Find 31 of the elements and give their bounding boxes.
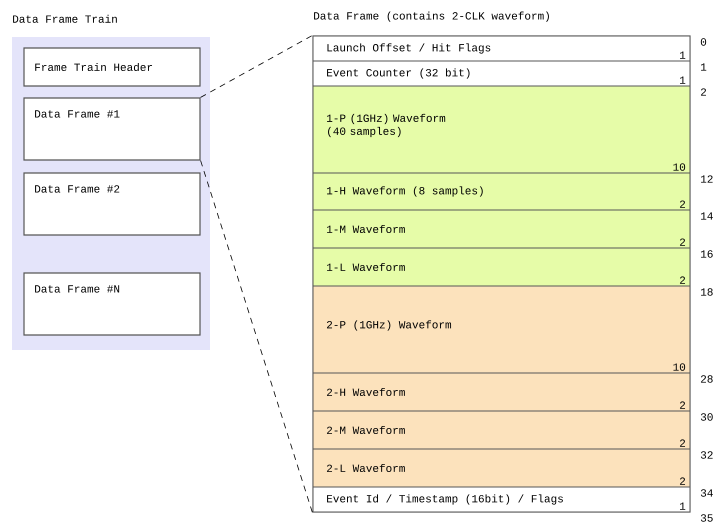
size-number: 1 [680, 52, 686, 59]
size-number: 1 [680, 76, 686, 84]
size-number: 2 [680, 200, 686, 208]
offset-number: 12 [701, 175, 713, 183]
frame-box: Data Frame #1 [23, 97, 201, 161]
dashed-line [200, 160, 313, 513]
layout-heading: Data Frame (contains 2-CLK waveform) [314, 12, 549, 22]
offset-number: 2 [700, 88, 706, 96]
panel-heading: Data Frame Train [13, 14, 117, 23]
dashed-line [200, 35, 313, 98]
size-number: 10 [673, 363, 686, 371]
frame-box: Data Frame #N [23, 272, 201, 336]
frame-box: Frame Train Header [23, 47, 201, 87]
size-number: 10 [673, 163, 686, 171]
offset-number: 0 [700, 38, 706, 46]
size-number: 2 [680, 401, 686, 409]
offset-number: 28 [700, 375, 713, 383]
frame-box: Data Frame #2 [23, 172, 201, 236]
offset-number: 32 [700, 451, 713, 459]
offset-number: 30 [700, 413, 713, 421]
offset-number: 35 [700, 514, 713, 522]
offset-number: 34 [700, 489, 713, 497]
offset-number: 16 [701, 250, 713, 258]
offset-number: 14 [701, 212, 713, 220]
size-number: 1 [680, 502, 686, 510]
size-number: 2 [680, 477, 686, 485]
offset-number: 1 [701, 63, 706, 71]
size-number: 2 [680, 276, 686, 284]
size-number: 2 [680, 238, 686, 246]
size-number: 2 [680, 439, 686, 447]
offset-number: 18 [701, 288, 713, 296]
